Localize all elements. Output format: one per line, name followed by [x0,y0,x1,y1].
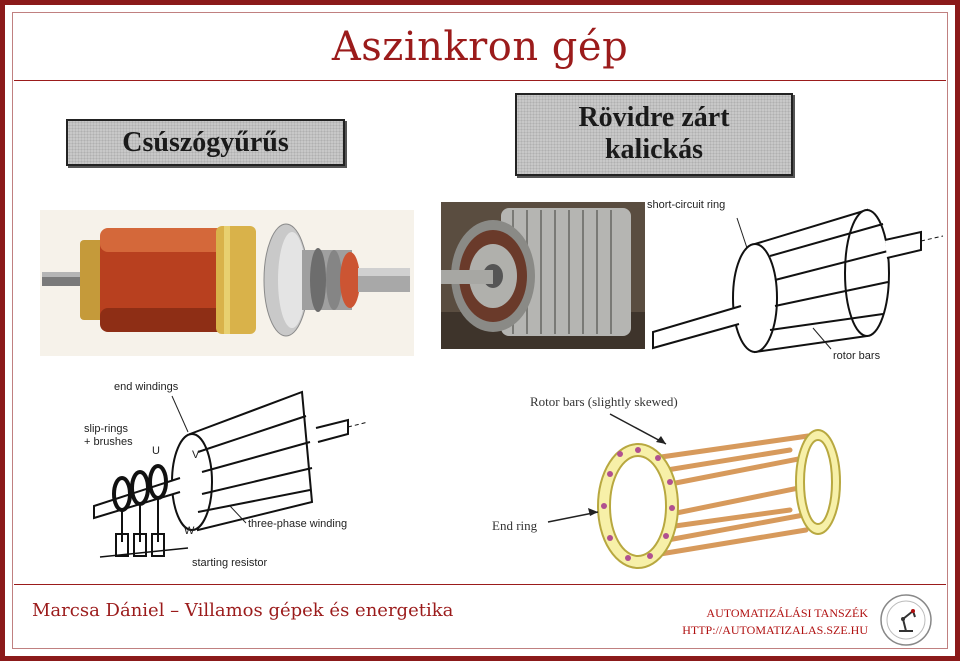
label-wound-rotor: Csúszógyűrűs [66,119,345,166]
slip-rings-label: slip-rings [84,423,129,435]
phase-v-label: V [192,449,200,461]
cage-rotor-photo [441,202,645,349]
end-ring-label: End ring [492,518,538,533]
department-logo-icon [880,594,932,646]
rotor-bars-label: rotor bars [833,350,881,362]
slide-title: Aszinkron gép [331,24,629,70]
three-phase-winding-label: three-phase winding [248,518,347,530]
footer-divider [14,584,946,585]
department-name: AUTOMATIZÁLÁSI TANSZÉK [706,606,868,620]
department-url: HTTP://AUTOMATIZALAS.SZE.HU [682,623,868,637]
label-squirrel-cage-line1: Rövidre zárt [578,102,730,133]
label-squirrel-cage: Rövidre zárt kalickás [515,93,793,176]
slide-inner-frame [12,12,948,649]
wound-rotor-diagram: end windings slip-rings + brushes U V W … [84,381,369,569]
skewed-cage-diagram: Rotor bars (slightly skewed) End ring [492,394,841,569]
wound-rotor-photo [40,210,414,356]
footer-author-course: Marcsa Dániel – Villamos gépek és energe… [32,600,454,621]
department-info: AUTOMATIZÁLÁSI TANSZÉK HTTP://AUTOMATIZA… [682,605,868,639]
rotor-bars-skewed-label: Rotor bars (slightly skewed) [530,394,678,409]
brushes-label: + brushes [84,436,133,448]
title-divider [14,80,946,81]
starting-resistor-label: starting resistor [192,557,268,569]
short-circuit-ring-label: short-circuit ring [647,199,725,211]
phase-u-label: U [152,445,160,457]
phase-w-label: W [184,525,195,537]
label-squirrel-cage-line2: kalickás [604,134,704,165]
cage-rotor-diagram: short-circuit ring rotor bars [647,199,944,362]
end-windings-label: end windings [114,381,179,393]
